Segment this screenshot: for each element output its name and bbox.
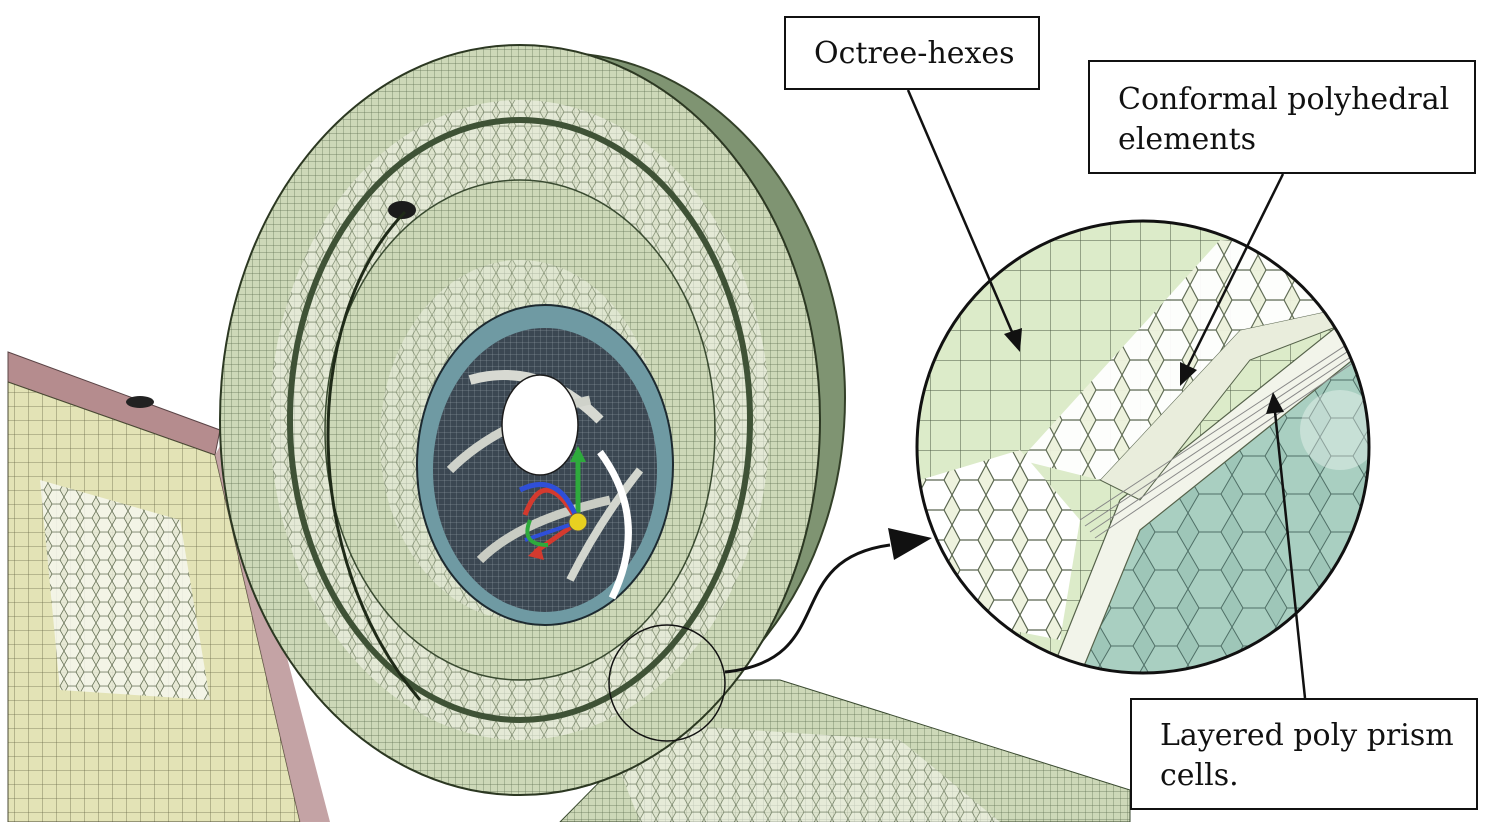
callout-conformal-line-2: elements xyxy=(1118,122,1257,157)
octree-leader-arrowhead xyxy=(1004,328,1022,352)
zoom-detail-view xyxy=(915,219,1371,675)
detail-circle xyxy=(608,624,726,742)
callout-octree-hexes-text: Octree-hexes xyxy=(814,36,1015,71)
leader-lines xyxy=(906,89,1307,699)
conformal-leader xyxy=(1186,173,1285,367)
callout-octree-hexes: Octree-hexes xyxy=(784,16,1040,90)
callout-conformal-line-1: Conformal polyhedral xyxy=(1118,82,1450,117)
layered-leader xyxy=(1273,411,1307,699)
triad-axes-icon xyxy=(518,446,588,560)
zoom-arrow-icon xyxy=(724,528,932,674)
layered-leader-arrowhead xyxy=(1266,392,1284,414)
callout-layered-line-1: Layered poly prism xyxy=(1160,718,1454,753)
callout-layered-line-2: cells. xyxy=(1160,758,1239,793)
octree-leader xyxy=(906,89,1014,333)
callout-conformal-polyhedral: Conformal polyhedral elements xyxy=(1088,60,1476,174)
conformal-leader-arrowhead xyxy=(1180,362,1197,386)
callout-layered-prism: Layered poly prism cells. xyxy=(1130,698,1478,810)
impeller xyxy=(416,304,674,626)
